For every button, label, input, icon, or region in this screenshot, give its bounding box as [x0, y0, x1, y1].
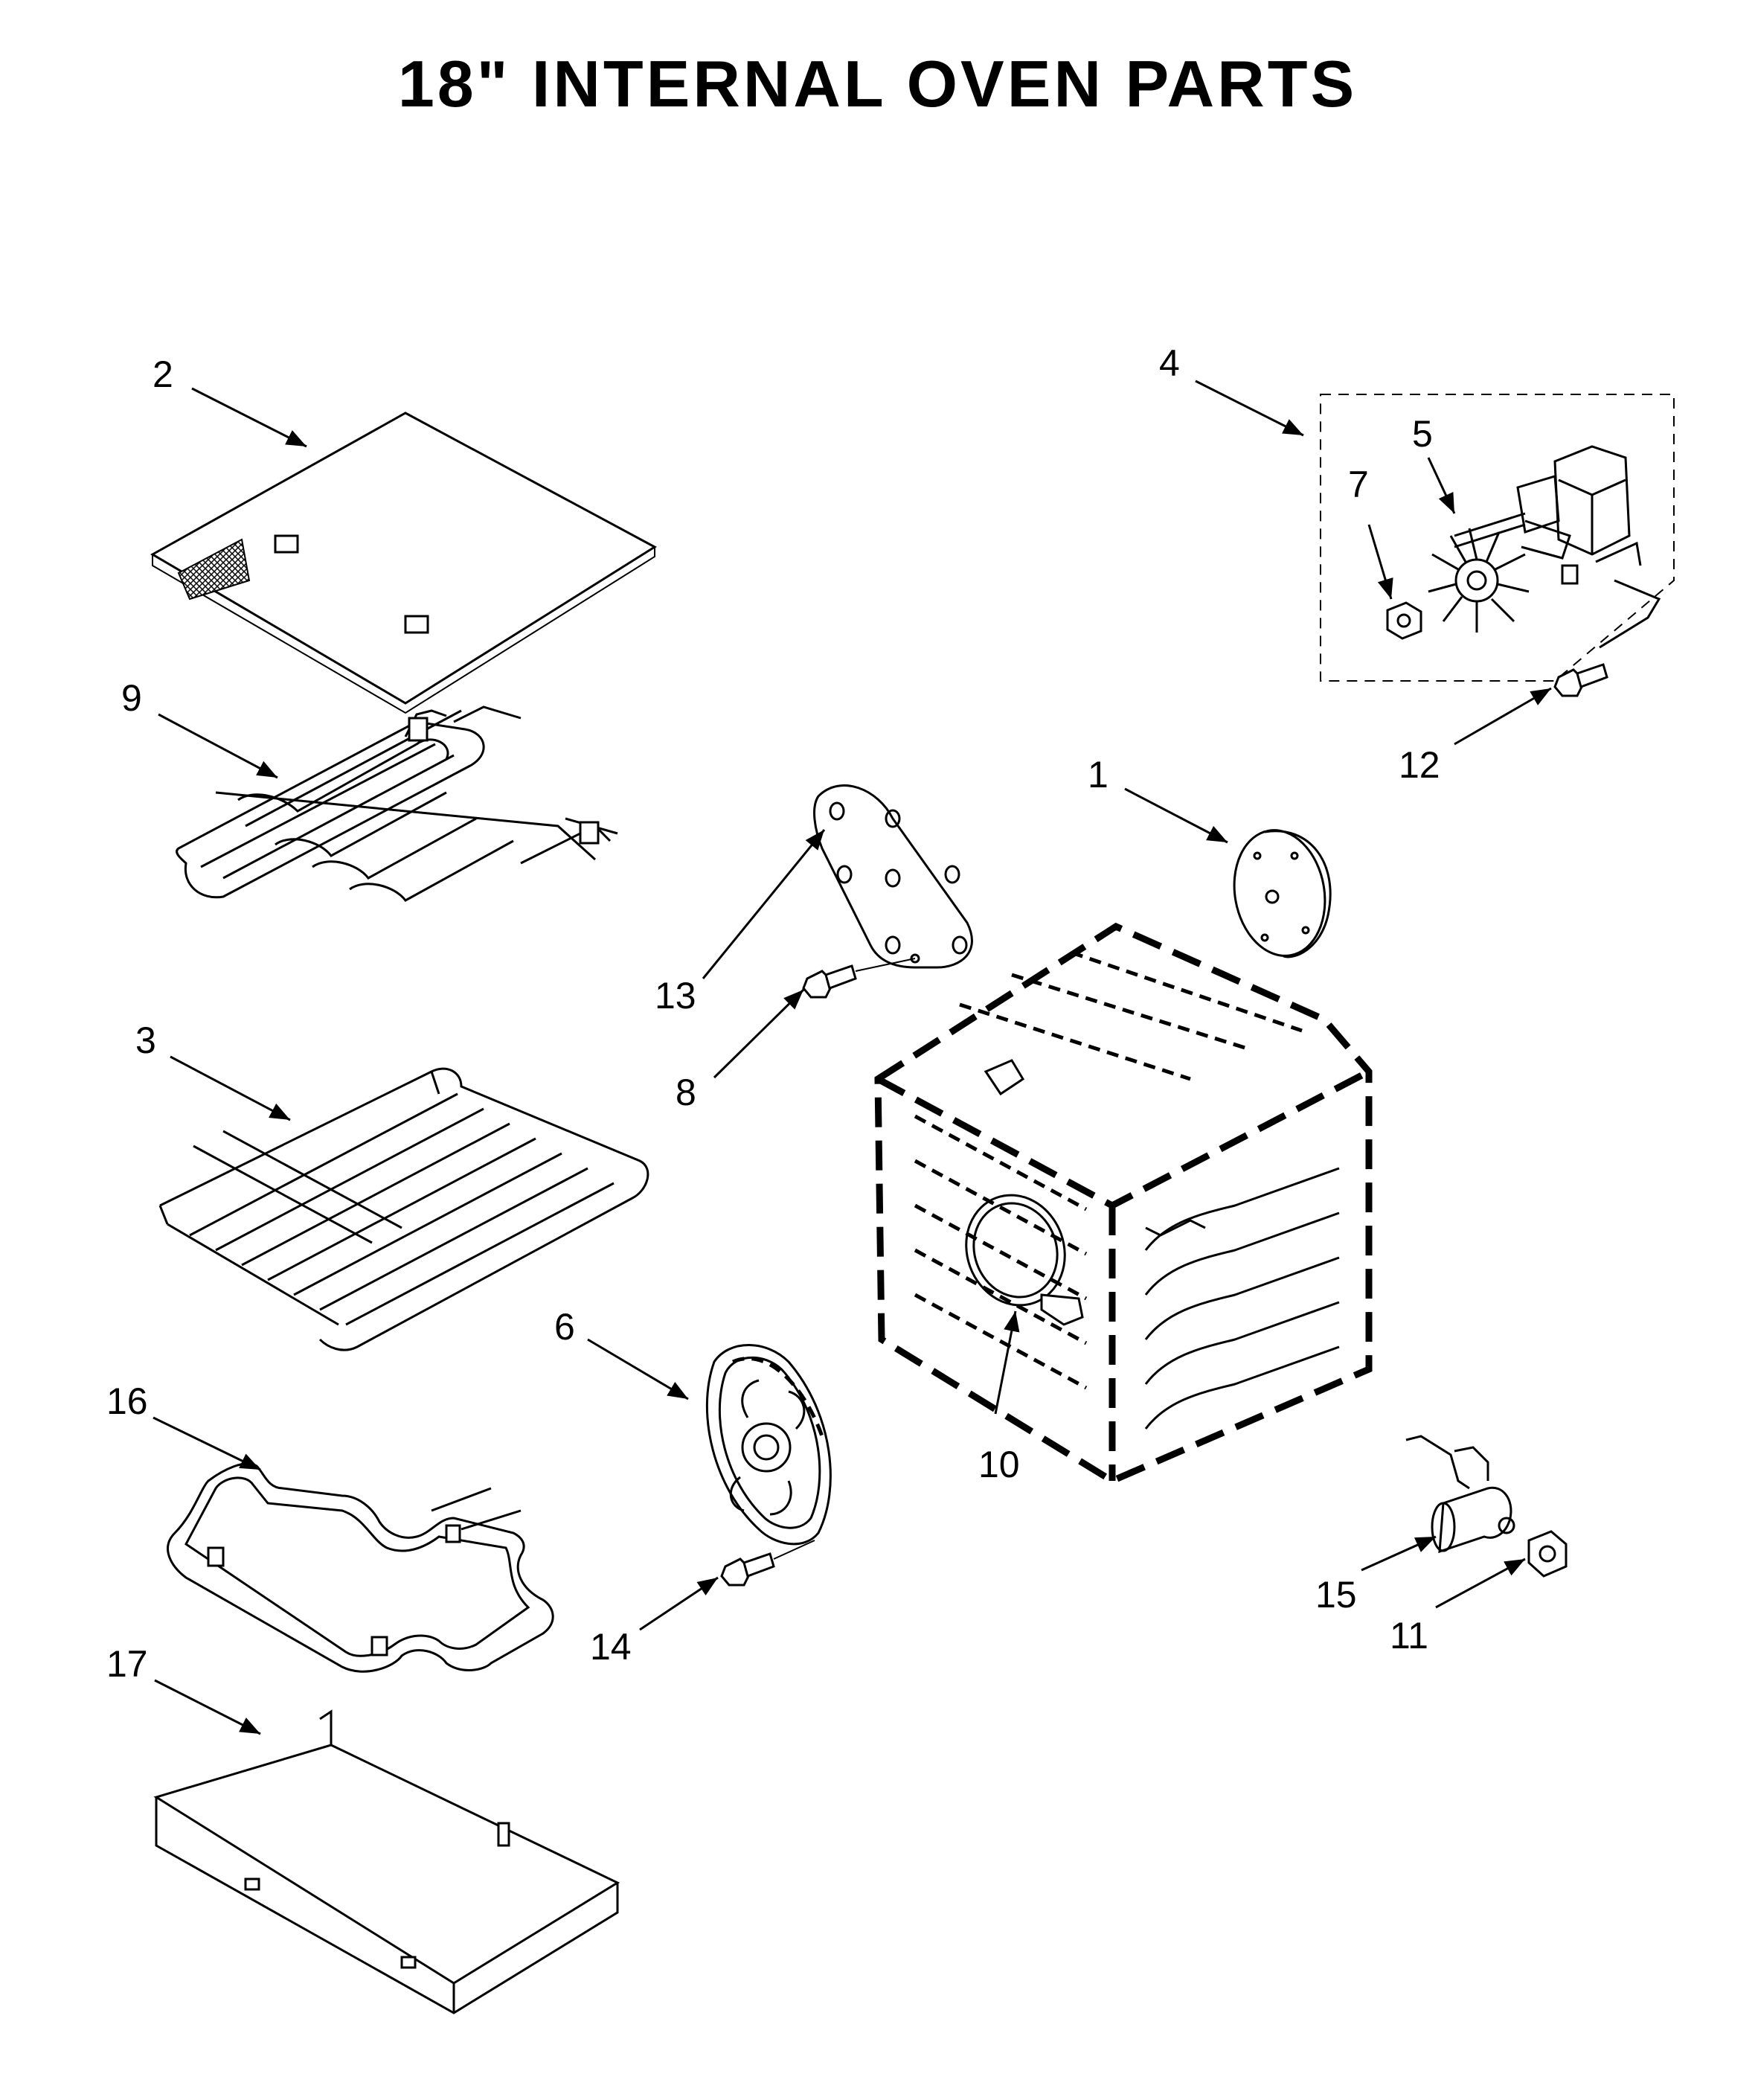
callout-14: 14	[590, 1626, 632, 1668]
callout-16: 16	[106, 1380, 148, 1422]
part-1-fan-cover	[1233, 829, 1332, 958]
leader-lines	[153, 380, 1552, 1735]
callout-10: 10	[978, 1444, 1020, 1485]
callout-13: 13	[655, 975, 696, 1017]
callout-6: 6	[554, 1306, 575, 1348]
callout-11: 11	[1390, 1615, 1428, 1656]
part-10-oven-cavity	[874, 922, 1373, 1485]
callout-2: 2	[153, 353, 173, 395]
part-12-screw	[1553, 663, 1608, 697]
callout-7: 7	[1348, 464, 1369, 505]
part-15-component	[1405, 1435, 1515, 1554]
callout-17: 17	[106, 1643, 148, 1685]
callout-5: 5	[1412, 413, 1433, 455]
part-16-broil-element	[167, 1462, 554, 1673]
part-4-convection-motor-assembly	[1320, 394, 1675, 682]
callout-8: 8	[676, 1072, 696, 1113]
part-13-baffle-plate	[813, 784, 973, 969]
callout-labels: 2 9 3 16 17 4 5 7 12 1 13 8 6 10 14 15 1…	[106, 342, 1440, 1685]
part-17-bottom-pan	[153, 1709, 620, 2014]
part-7-nut	[1386, 601, 1422, 640]
callout-1: 1	[1088, 754, 1108, 795]
callout-15: 15	[1315, 1574, 1357, 1616]
callout-4: 4	[1159, 342, 1180, 384]
part-3-oven-rack	[158, 1067, 649, 1351]
part-6-fan-blade	[705, 1344, 832, 1546]
part-9-heating-element	[176, 705, 618, 902]
callout-12: 12	[1399, 744, 1440, 786]
part-11-nut	[1527, 1530, 1568, 1578]
page-title: 18" INTERNAL OVEN PARTS	[397, 47, 1358, 121]
callout-9: 9	[121, 677, 142, 719]
part-14-screw	[720, 1540, 815, 1587]
callout-3: 3	[135, 1019, 156, 1061]
part-5-fan-wheel	[1428, 528, 1530, 633]
part-2-top-panel	[150, 412, 657, 714]
part-8-screw	[802, 958, 916, 999]
